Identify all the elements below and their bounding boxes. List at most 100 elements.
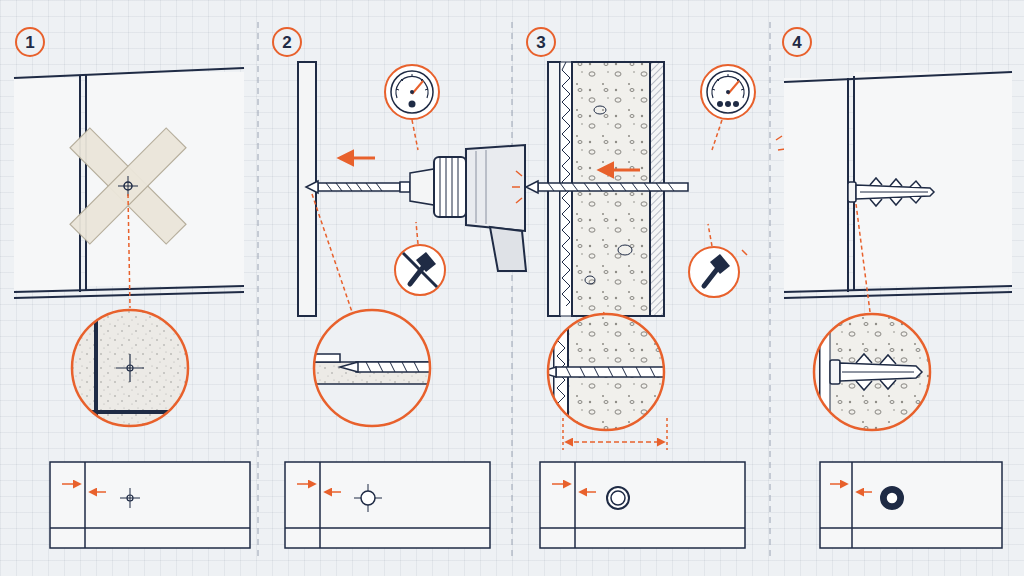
hammer-sign bbox=[689, 224, 739, 297]
speed-gauge-low bbox=[412, 120, 418, 150]
drill-bit bbox=[526, 181, 688, 193]
drill-bit bbox=[318, 183, 400, 191]
tile-wall bbox=[784, 72, 1012, 82]
magnified-view bbox=[60, 300, 200, 440]
magnified-view bbox=[300, 300, 456, 440]
top-view-sketch bbox=[285, 462, 490, 548]
top-view-sketch bbox=[540, 462, 745, 548]
step-number-circle: 1 bbox=[15, 27, 45, 57]
callout-number: 1 bbox=[25, 34, 34, 51]
drill-bit bbox=[548, 183, 674, 191]
top-view-sketch bbox=[540, 462, 745, 548]
magnified-view bbox=[116, 354, 144, 382]
top-view-sketch bbox=[354, 484, 382, 512]
top-view-sketch bbox=[540, 462, 745, 548]
top-view-sketch bbox=[325, 491, 341, 493]
tile-wall bbox=[14, 68, 244, 298]
tile-wall bbox=[784, 286, 1012, 298]
leader-line bbox=[128, 194, 130, 308]
wall-anchor bbox=[848, 178, 934, 206]
top-view-sketch bbox=[90, 491, 106, 493]
tile-wall bbox=[80, 74, 86, 292]
magnified-view bbox=[806, 300, 946, 450]
panel-divider bbox=[258, 22, 770, 558]
speed-gauge-low bbox=[385, 65, 439, 119]
hammer-sign bbox=[689, 247, 739, 297]
callout-number: 3 bbox=[536, 34, 545, 51]
top-view-sketch bbox=[552, 483, 570, 485]
speed-gauge-high bbox=[733, 101, 739, 107]
magnified-view bbox=[806, 300, 946, 450]
leader-line bbox=[856, 204, 870, 312]
tile-wall bbox=[854, 72, 1012, 286]
magnified-view bbox=[840, 363, 922, 381]
hammer-sign bbox=[708, 224, 712, 246]
speed-gauge-high bbox=[712, 120, 722, 150]
magnified-view bbox=[60, 300, 200, 440]
top-view-sketch bbox=[611, 491, 625, 505]
top-view-sketch bbox=[580, 491, 596, 493]
vibration-marks bbox=[742, 136, 785, 255]
wall-section bbox=[585, 276, 595, 284]
depth-dimension bbox=[563, 418, 667, 450]
top-view-sketch bbox=[297, 483, 315, 485]
speed-gauge-high bbox=[717, 101, 723, 107]
magnified-view bbox=[842, 372, 914, 373]
speed-gauge-high bbox=[701, 65, 755, 150]
no-hammer-sign bbox=[403, 253, 437, 287]
step-number-circle: 2 bbox=[272, 27, 302, 57]
top-view-sketch bbox=[607, 487, 629, 509]
wall-anchor bbox=[848, 182, 856, 202]
magnified-view bbox=[72, 310, 188, 426]
masking-tape-cross bbox=[70, 128, 186, 244]
magnified-view bbox=[548, 314, 664, 430]
vibration-marks bbox=[512, 171, 522, 203]
top-view-sketch bbox=[50, 462, 250, 548]
magnified-view bbox=[366, 362, 419, 372]
masking-tape-cross bbox=[118, 176, 138, 196]
callout-number: 2 bbox=[282, 34, 291, 51]
no-hammer-sign bbox=[416, 222, 418, 244]
top-view-sketch bbox=[120, 488, 140, 508]
top-view-sketch bbox=[50, 462, 250, 548]
magnified-view bbox=[806, 300, 946, 450]
wall-anchor bbox=[860, 192, 928, 193]
magnified-view bbox=[830, 354, 922, 390]
top-view-sketch bbox=[285, 462, 490, 548]
magnified-view bbox=[830, 360, 840, 384]
direction-arrow bbox=[340, 157, 375, 160]
depth-dimension bbox=[666, 418, 668, 450]
depth-dimension bbox=[566, 441, 664, 443]
step-number-circle: 3 bbox=[526, 27, 556, 57]
wall-section bbox=[594, 106, 606, 114]
top-view-sketch bbox=[820, 462, 1002, 548]
magnified-view bbox=[556, 367, 686, 377]
speed-gauge-high bbox=[725, 101, 731, 107]
magnified-view bbox=[566, 367, 655, 377]
speed-gauge-low bbox=[409, 101, 416, 108]
direction-arrow bbox=[600, 169, 640, 172]
magnified-view bbox=[300, 354, 340, 362]
masking-tape-cross bbox=[70, 128, 186, 244]
tile-wall bbox=[784, 78, 848, 290]
top-view-sketch bbox=[62, 483, 80, 485]
drill-bit bbox=[306, 181, 400, 193]
speed-gauge-low bbox=[385, 65, 439, 150]
wall-section bbox=[618, 245, 632, 255]
tile-wall bbox=[784, 72, 1012, 298]
no-hammer-sign bbox=[395, 222, 445, 295]
top-view-sketch bbox=[881, 487, 903, 509]
drill-bit bbox=[526, 181, 538, 193]
top-view-sketch bbox=[127, 495, 133, 501]
top-view-sketch bbox=[886, 492, 898, 504]
tile-wall bbox=[14, 68, 244, 78]
magnified-view bbox=[127, 365, 133, 371]
magnified-view bbox=[820, 300, 830, 450]
no-hammer-sign bbox=[395, 245, 445, 295]
drill-bit bbox=[326, 183, 382, 191]
panel-divider bbox=[512, 22, 513, 558]
speed-gauge-high bbox=[701, 65, 755, 119]
top-view-sketch bbox=[820, 462, 1002, 548]
